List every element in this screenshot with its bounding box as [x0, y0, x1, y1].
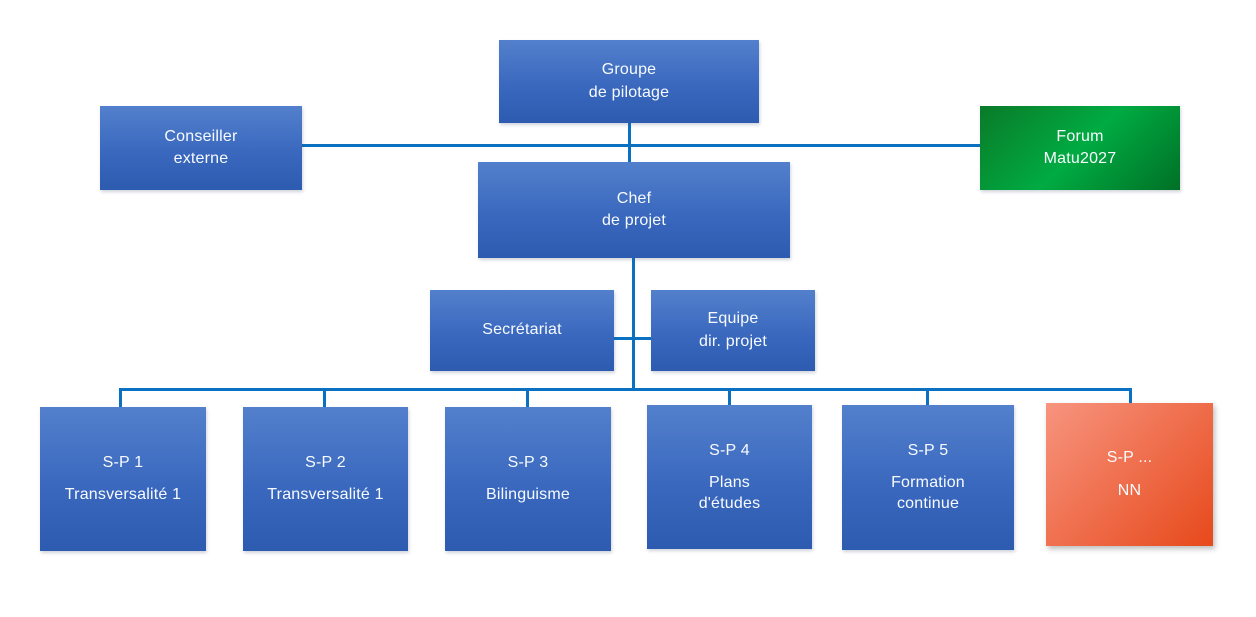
node-subtitle: Plans	[708, 473, 751, 491]
node-label: de projet	[601, 212, 667, 229]
node-label: Matu2027	[1043, 150, 1117, 167]
node-label: externe	[173, 150, 229, 167]
connector-drop-sp3	[526, 388, 529, 408]
node-label: Conseiller	[164, 127, 238, 145]
connector-groupe-to-chef	[628, 123, 631, 164]
connector-drop-sp6	[1129, 388, 1132, 404]
node-label: dir. projet	[698, 332, 767, 350]
node-label: de pilotage	[588, 83, 670, 101]
node-subtitle: continue	[896, 495, 960, 513]
connector-drop-sp2	[323, 388, 326, 408]
node-forum-matu2027: Forum Matu2027	[980, 106, 1180, 190]
connector-drop-sp5	[926, 388, 929, 406]
connector-conseiller-to-forum	[302, 144, 980, 147]
connector-secretariat-to-equipe	[614, 337, 655, 340]
node-subtitle: d'études	[698, 494, 761, 512]
node-sp3-bilinguisme: S-P 3 Bilinguisme	[445, 407, 611, 551]
connector-drop-sp1	[119, 388, 122, 408]
connector-chef-to-bus	[632, 258, 635, 391]
node-title: S-P ...	[1106, 449, 1153, 467]
node-subtitle: Transversalité 1	[267, 486, 384, 504]
node-label: Groupe	[601, 61, 657, 79]
node-title: S-P 4	[709, 441, 750, 459]
node-chef-de-projet: Chef de projet	[478, 162, 790, 258]
node-sp4-plans-detudes: S-P 4 Plans d'études	[647, 405, 812, 549]
node-subtitle: Formation	[891, 474, 965, 492]
node-label: Chef	[616, 189, 652, 207]
node-secretariat: Secrétariat	[430, 290, 614, 371]
node-title: S-P 3	[507, 453, 549, 471]
node-sp2-transversalite: S-P 2 Transversalité 1	[243, 407, 408, 551]
connector-drop-sp4	[728, 388, 731, 406]
node-label: Secrétariat	[482, 321, 562, 339]
node-equipe-dir-projet: Equipe dir. projet	[651, 290, 815, 371]
node-sp-nn: S-P ... NN	[1046, 403, 1213, 546]
node-label: Equipe	[707, 310, 759, 328]
node-title: S-P 1	[102, 453, 144, 471]
node-title: S-P 2	[305, 453, 346, 471]
node-subtitle: Transversalité 1	[64, 486, 182, 504]
node-subtitle: Bilinguisme	[485, 486, 570, 504]
node-groupe-de-pilotage: Groupe de pilotage	[499, 40, 759, 123]
node-title: S-P 5	[907, 442, 949, 459]
node-conseiller-externe: Conseiller externe	[100, 106, 302, 190]
node-label: Forum	[1056, 127, 1104, 145]
node-sp1-transversalite: S-P 1 Transversalité 1	[40, 407, 206, 551]
node-sp5-formation-continue: S-P 5 Formation continue	[842, 405, 1014, 550]
connector-bus-horizontal	[119, 388, 1132, 391]
node-subtitle: NN	[1117, 481, 1142, 499]
